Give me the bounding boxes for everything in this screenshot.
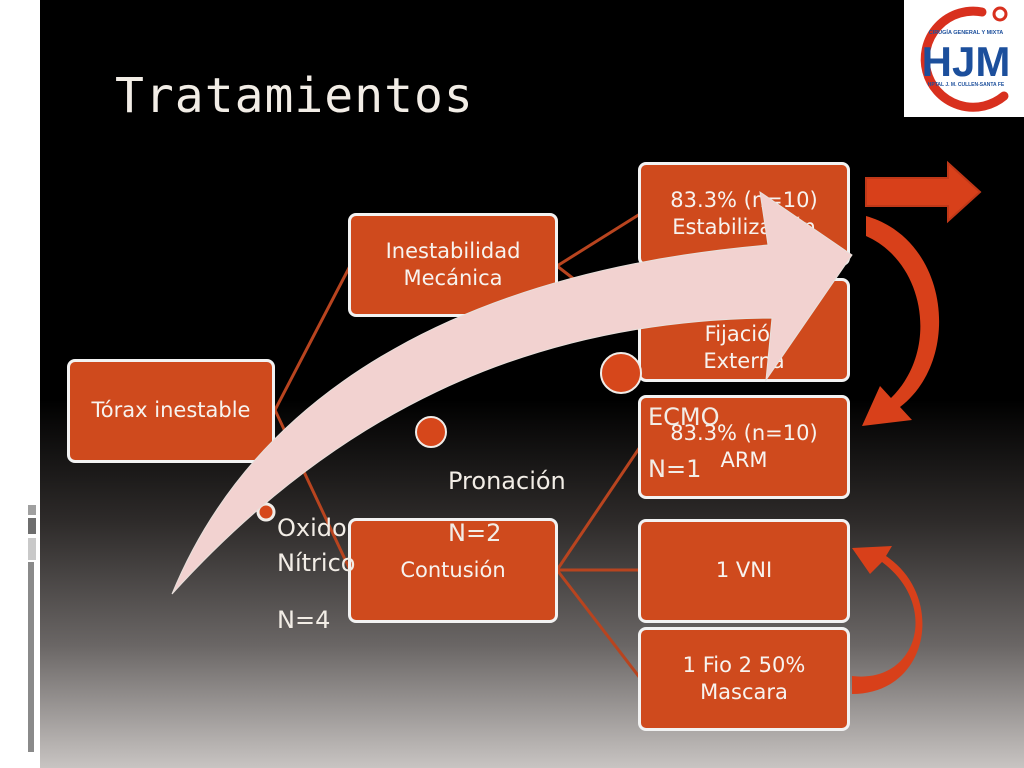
dot-medium (415, 416, 447, 448)
node-torax-inestable: Tórax inestable (67, 359, 275, 463)
node-arm: 83.3% (n=10) ARM (638, 395, 850, 499)
label-oxido-n: N=4 (277, 606, 331, 634)
label-ecmo-n: N=1 (648, 455, 702, 483)
slide-title: Tratamientos (115, 68, 474, 124)
big-curved-arrow (171, 190, 853, 595)
dot-large (600, 352, 642, 394)
connector-contusion-arm (555, 446, 642, 571)
logo-ring (920, 6, 1009, 112)
node-contusion: Contusión (348, 518, 558, 623)
label-pronacion-n: N=2 (448, 519, 502, 547)
label-oxido-nitrico: Oxido Nítrico (277, 514, 356, 577)
connector-inestabilidad-estabilizacion (556, 212, 641, 268)
label-ecmo: ECMO (648, 403, 720, 431)
logo-bottom-text: HPTAL J. M. CULLEN-SANTA FE (928, 82, 1005, 88)
connector-torax-inestabilidad (273, 265, 352, 411)
node-vni: 1 VNI (638, 519, 850, 623)
left-margin-bar (0, 0, 40, 768)
logo-top-text: CIRUGÍA GENERAL Y MIXTA (929, 28, 1004, 36)
dot-small (256, 502, 276, 522)
curved-up-arrow (852, 546, 923, 694)
right-block-arrow (865, 160, 982, 224)
connector-contusion-fio2 (555, 569, 642, 679)
hospital-logo: CIRUGÍA GENERAL Y MIXTA HJM HPTAL J. M. … (904, 0, 1024, 117)
curved-down-arrow (862, 216, 940, 426)
node-fio2-mascara: 1 Fio 2 50% Mascara (638, 627, 850, 731)
logo-ring-dot (992, 6, 1008, 22)
logo-letters: HJM (922, 38, 1011, 85)
label-pronacion: Pronación (448, 467, 566, 495)
